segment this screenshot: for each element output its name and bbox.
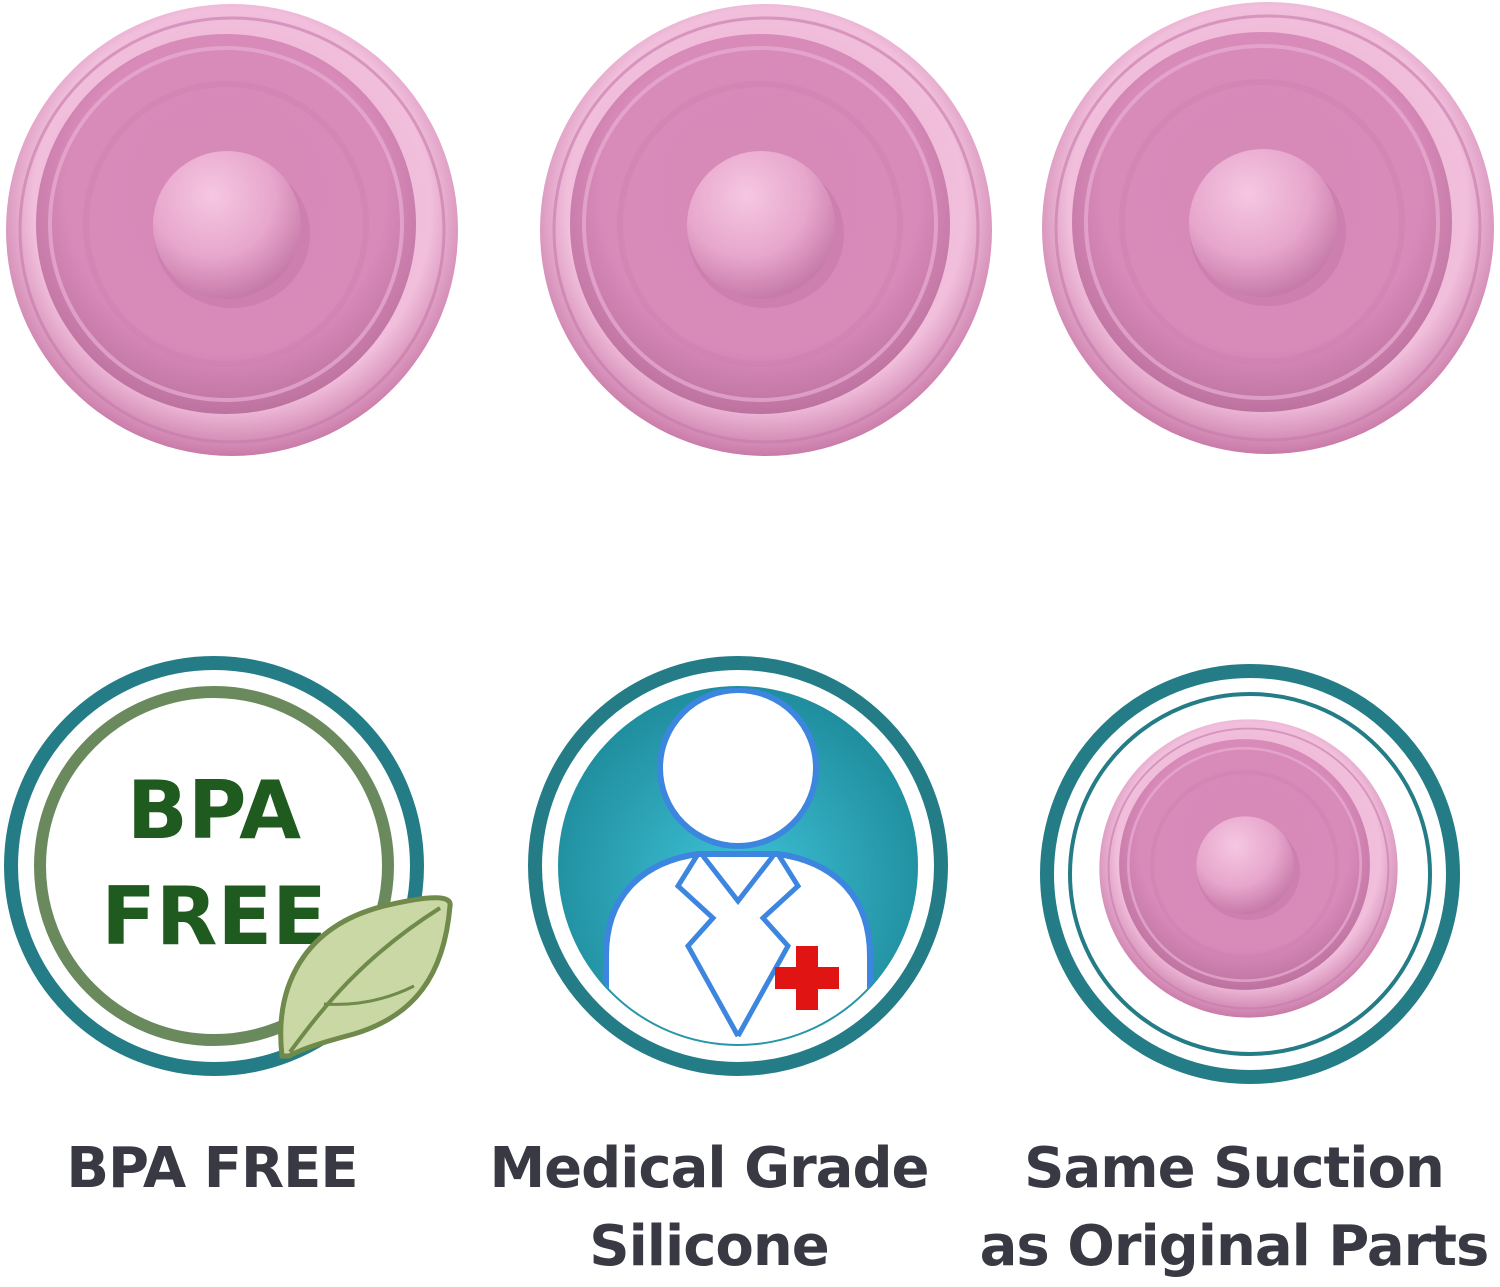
badge-text-bpa: BPA [127,764,301,857]
bpa-free-leaf-icon: BPA FREE [4,656,453,1076]
caption-medical-grade: Medical Grade Silicone [474,1130,944,1286]
same-suction-badge [1040,664,1460,1084]
red-cross-icon [775,946,839,1010]
pink-silicone-membrane-icon [538,2,994,458]
caption-line: Same Suction [1024,1136,1445,1201]
medical-grade-badge [528,656,948,1076]
product-image-3 [1040,0,1496,456]
caption-line: Medical Grade [489,1136,929,1201]
product-image-1 [4,2,460,458]
caption-line: as Original Parts [979,1214,1490,1279]
product-image-2 [538,2,994,458]
caption-line: BPA FREE [66,1136,358,1201]
caption-bpa-free: BPA FREE [0,1130,424,1208]
leaf-icon [278,895,453,1059]
badge-text-free: FREE [101,870,327,963]
caption-line: Silicone [589,1214,829,1279]
doctor-icon [528,656,948,1076]
bpa-free-badge: BPA FREE [4,656,453,1076]
caption-same-suction: Same Suction as Original Parts [970,1130,1498,1286]
pink-silicone-membrane-icon [4,2,460,458]
membrane-suction-icon [1040,664,1460,1084]
pink-silicone-membrane-icon [1040,0,1496,456]
